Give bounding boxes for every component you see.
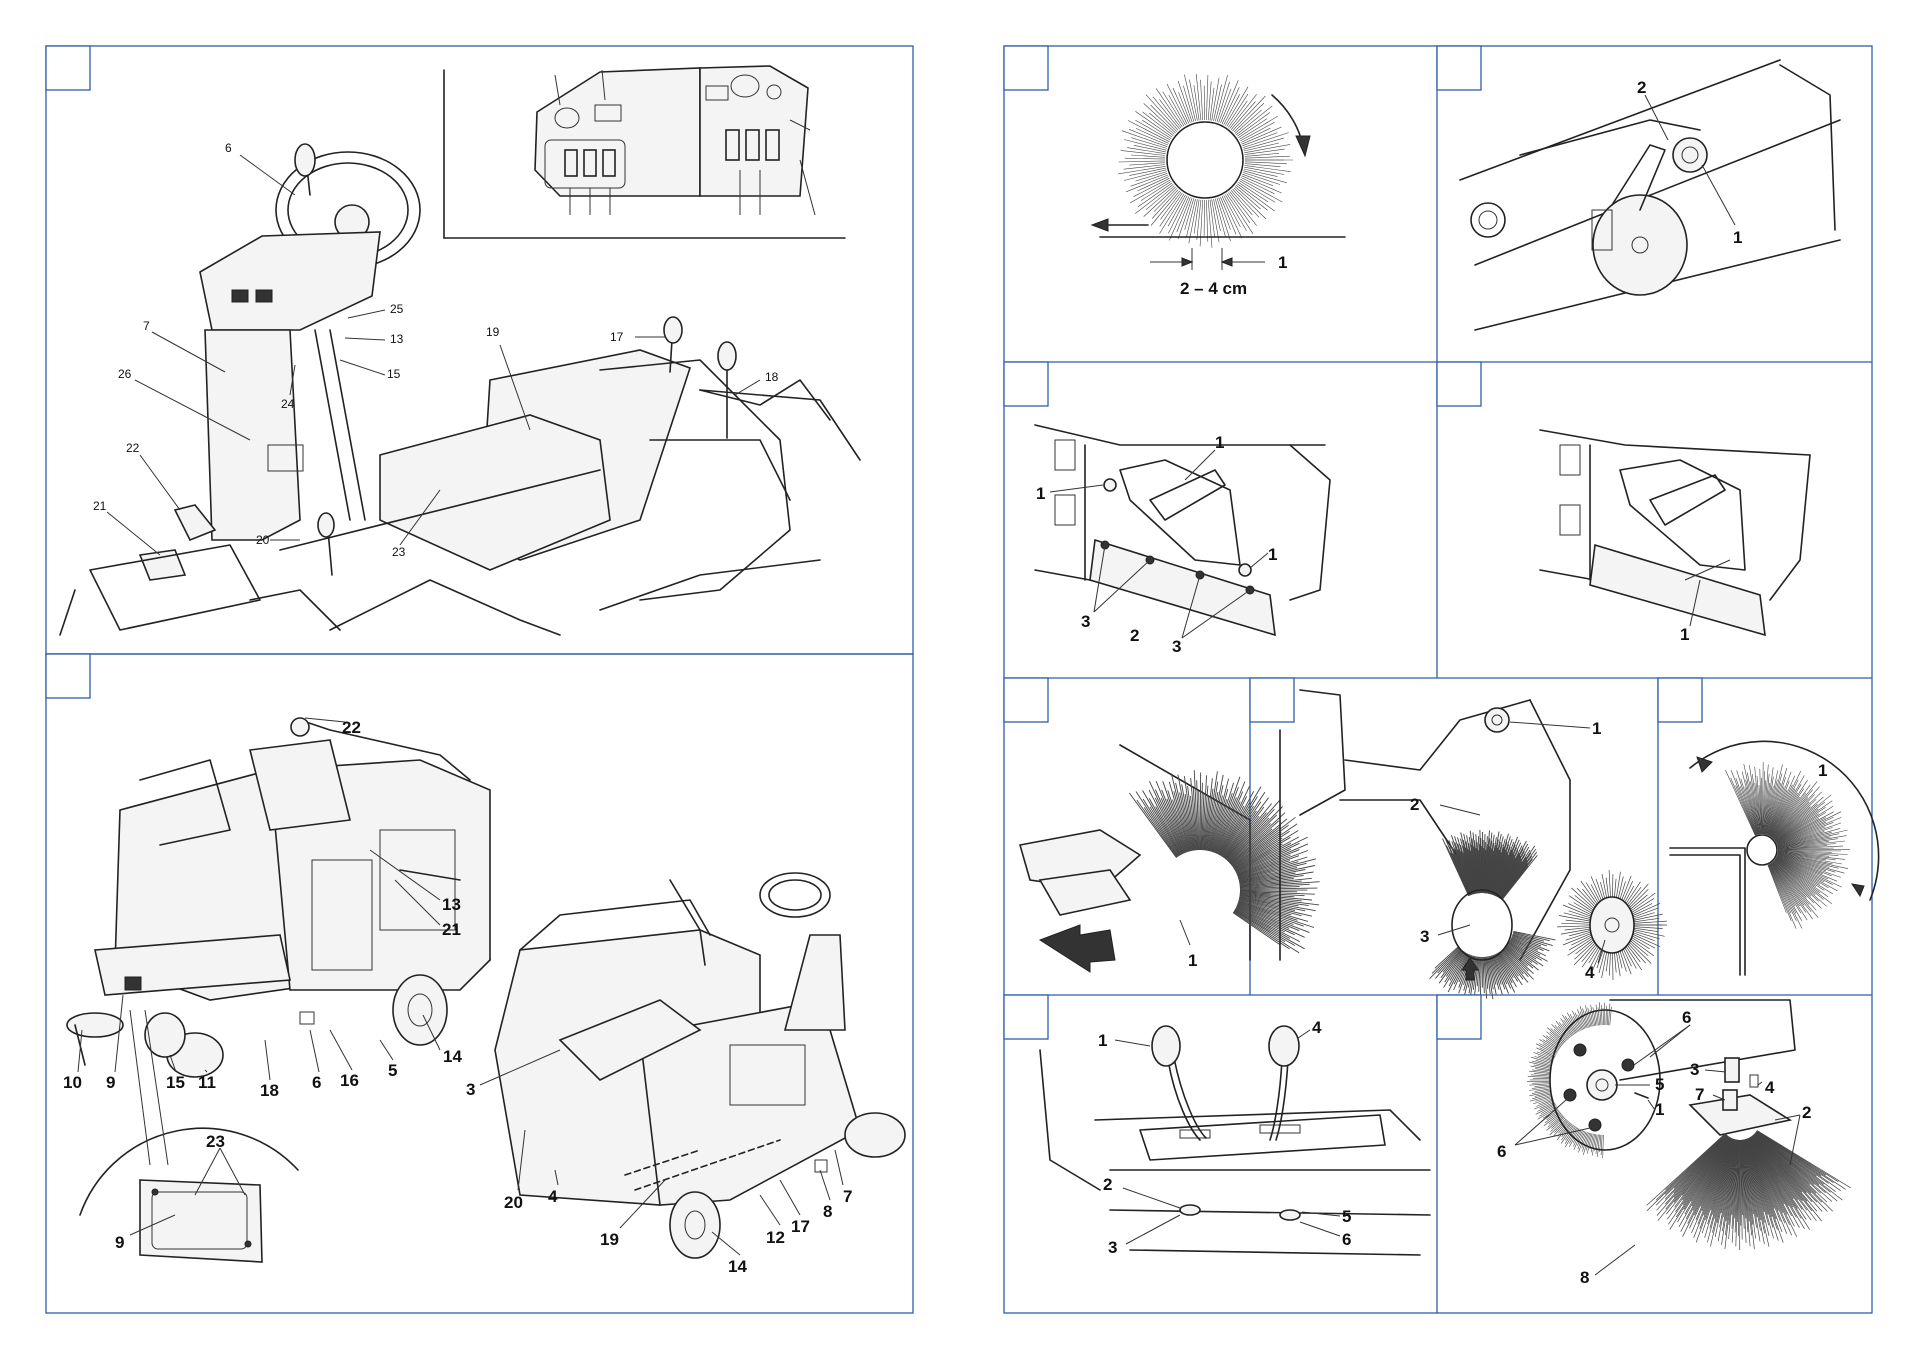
figure-number-box-i [1658,678,1702,722]
callout-h-4: 4 [1585,963,1595,982]
callout-e-3-left: 3 [1081,612,1090,631]
figure-number-box-e [1004,362,1048,406]
callout-a-18: 18 [765,370,779,384]
figure-number-box-d [1437,46,1481,90]
callout-h-2: 2 [1410,795,1419,814]
figure-number-box-a [46,46,90,90]
callout-b-21: 21 [442,920,461,939]
callout-b-17: 17 [791,1217,810,1236]
callout-a-20: 20 [256,533,270,547]
panel-e: 1 1 1 3 2 3 [1004,362,1330,656]
callout-j-3: 3 [1108,1238,1117,1257]
callout-b-11: 11 [198,1073,216,1092]
callout-a-7: 7 [143,319,150,333]
callout-a-25: 25 [390,302,404,316]
callout-d-1: 1 [1733,228,1742,247]
callout-b-15: 15 [166,1073,185,1092]
callout-b-8: 8 [823,1202,832,1221]
figure-number-box-f [1437,362,1481,406]
figure-number-box-b [46,654,90,698]
brush-bristles-g [1129,770,1319,953]
callout-g-1: 1 [1188,951,1197,970]
panel-k: 6 3 4 5 1 7 2 6 8 [1437,995,1851,1287]
panel-a: 6 7 26 22 21 25 13 15 24 20 23 19 17 18 [46,46,913,654]
callout-k-1: 1 [1655,1100,1664,1119]
callout-a-19: 19 [486,325,500,339]
callout-a-21: 21 [93,499,107,513]
callout-j-5: 5 [1342,1207,1351,1226]
callout-e-2: 2 [1130,626,1139,645]
callout-k-8: 8 [1580,1268,1589,1287]
figure-number-box-c [1004,46,1048,90]
callout-b-4: 4 [548,1187,558,1206]
control-panel-inset [535,66,815,215]
callout-b-18: 18 [260,1081,279,1100]
callout-b-19: 19 [600,1230,619,1249]
callout-k-7: 7 [1695,1085,1704,1104]
callout-j-1: 1 [1098,1031,1107,1050]
panel-j: 1 4 2 3 5 6 [1004,995,1430,1257]
callout-f-1: 1 [1680,625,1689,644]
callout-k-2: 2 [1802,1103,1811,1122]
figure-number-box-k [1437,995,1481,1039]
callout-a-17: 17 [610,330,624,344]
callout-a-13: 13 [390,332,404,346]
callout-h-1: 1 [1592,719,1601,738]
side-brush-bristles [1725,762,1850,929]
figure-number-box-g [1004,678,1048,722]
callout-e-1-top: 1 [1215,433,1224,452]
callout-c-1: 1 [1278,253,1287,272]
callout-b-16: 16 [340,1071,359,1090]
callout-k-4: 4 [1765,1078,1775,1097]
callout-b-3: 3 [466,1080,475,1099]
callout-k-6-top: 6 [1682,1008,1691,1027]
panel-c: 1 2 – 4 cm [1004,46,1345,298]
callout-b-14: 14 [443,1047,462,1066]
callout-j-4: 4 [1312,1018,1322,1037]
callout-k-5: 5 [1655,1075,1664,1094]
callout-b-22: 22 [342,718,361,737]
panel-h: 1 2 3 4 [1250,678,1667,999]
callout-a-15: 15 [387,367,401,381]
callout-e-1-left: 1 [1036,484,1045,503]
callout-b-12: 12 [766,1228,785,1247]
callout-j-6: 6 [1342,1230,1351,1249]
callout-b-7: 7 [843,1187,852,1206]
callout-a-26: 26 [118,367,132,381]
callout-a-22: 22 [126,441,140,455]
callout-b-5: 5 [388,1061,397,1080]
callout-a-23: 23 [392,545,406,559]
side-brush-bristles-k [1647,1131,1851,1251]
callout-a-6: 6 [225,141,232,155]
panel-i: 1 [1658,678,1879,975]
callout-b-14-front: 14 [728,1257,747,1276]
callout-b-20: 20 [504,1193,523,1212]
callout-i-1: 1 [1818,761,1827,780]
brush-cross-section [1118,74,1293,248]
callout-h-3: 3 [1420,927,1429,946]
callout-b-10: 10 [63,1073,82,1092]
figure-number-box-j [1004,995,1048,1039]
panel-f: 1 [1437,362,1810,644]
callout-b-9-inset: 9 [115,1233,124,1252]
callout-e-1-right: 1 [1268,545,1277,564]
callout-b-6: 6 [312,1073,321,1092]
callout-e-3-right: 3 [1172,637,1181,656]
callout-d-2: 2 [1637,78,1646,97]
panel-d: 2 1 [1437,46,1840,330]
callout-a-24: 24 [281,397,295,411]
callout-b-13: 13 [442,895,461,914]
callout-b-9: 9 [106,1073,115,1092]
brush-wear-measure: 2 – 4 cm [1180,279,1247,298]
callout-k-3: 3 [1690,1060,1699,1079]
callout-j-2: 2 [1103,1175,1112,1194]
figure-number-box-h [1250,678,1294,722]
callout-k-6-left: 6 [1497,1142,1506,1161]
panel-b: 22 13 21 10 9 15 11 18 6 16 5 14 23 9 3 … [46,654,913,1313]
callout-b-23: 23 [206,1132,225,1151]
